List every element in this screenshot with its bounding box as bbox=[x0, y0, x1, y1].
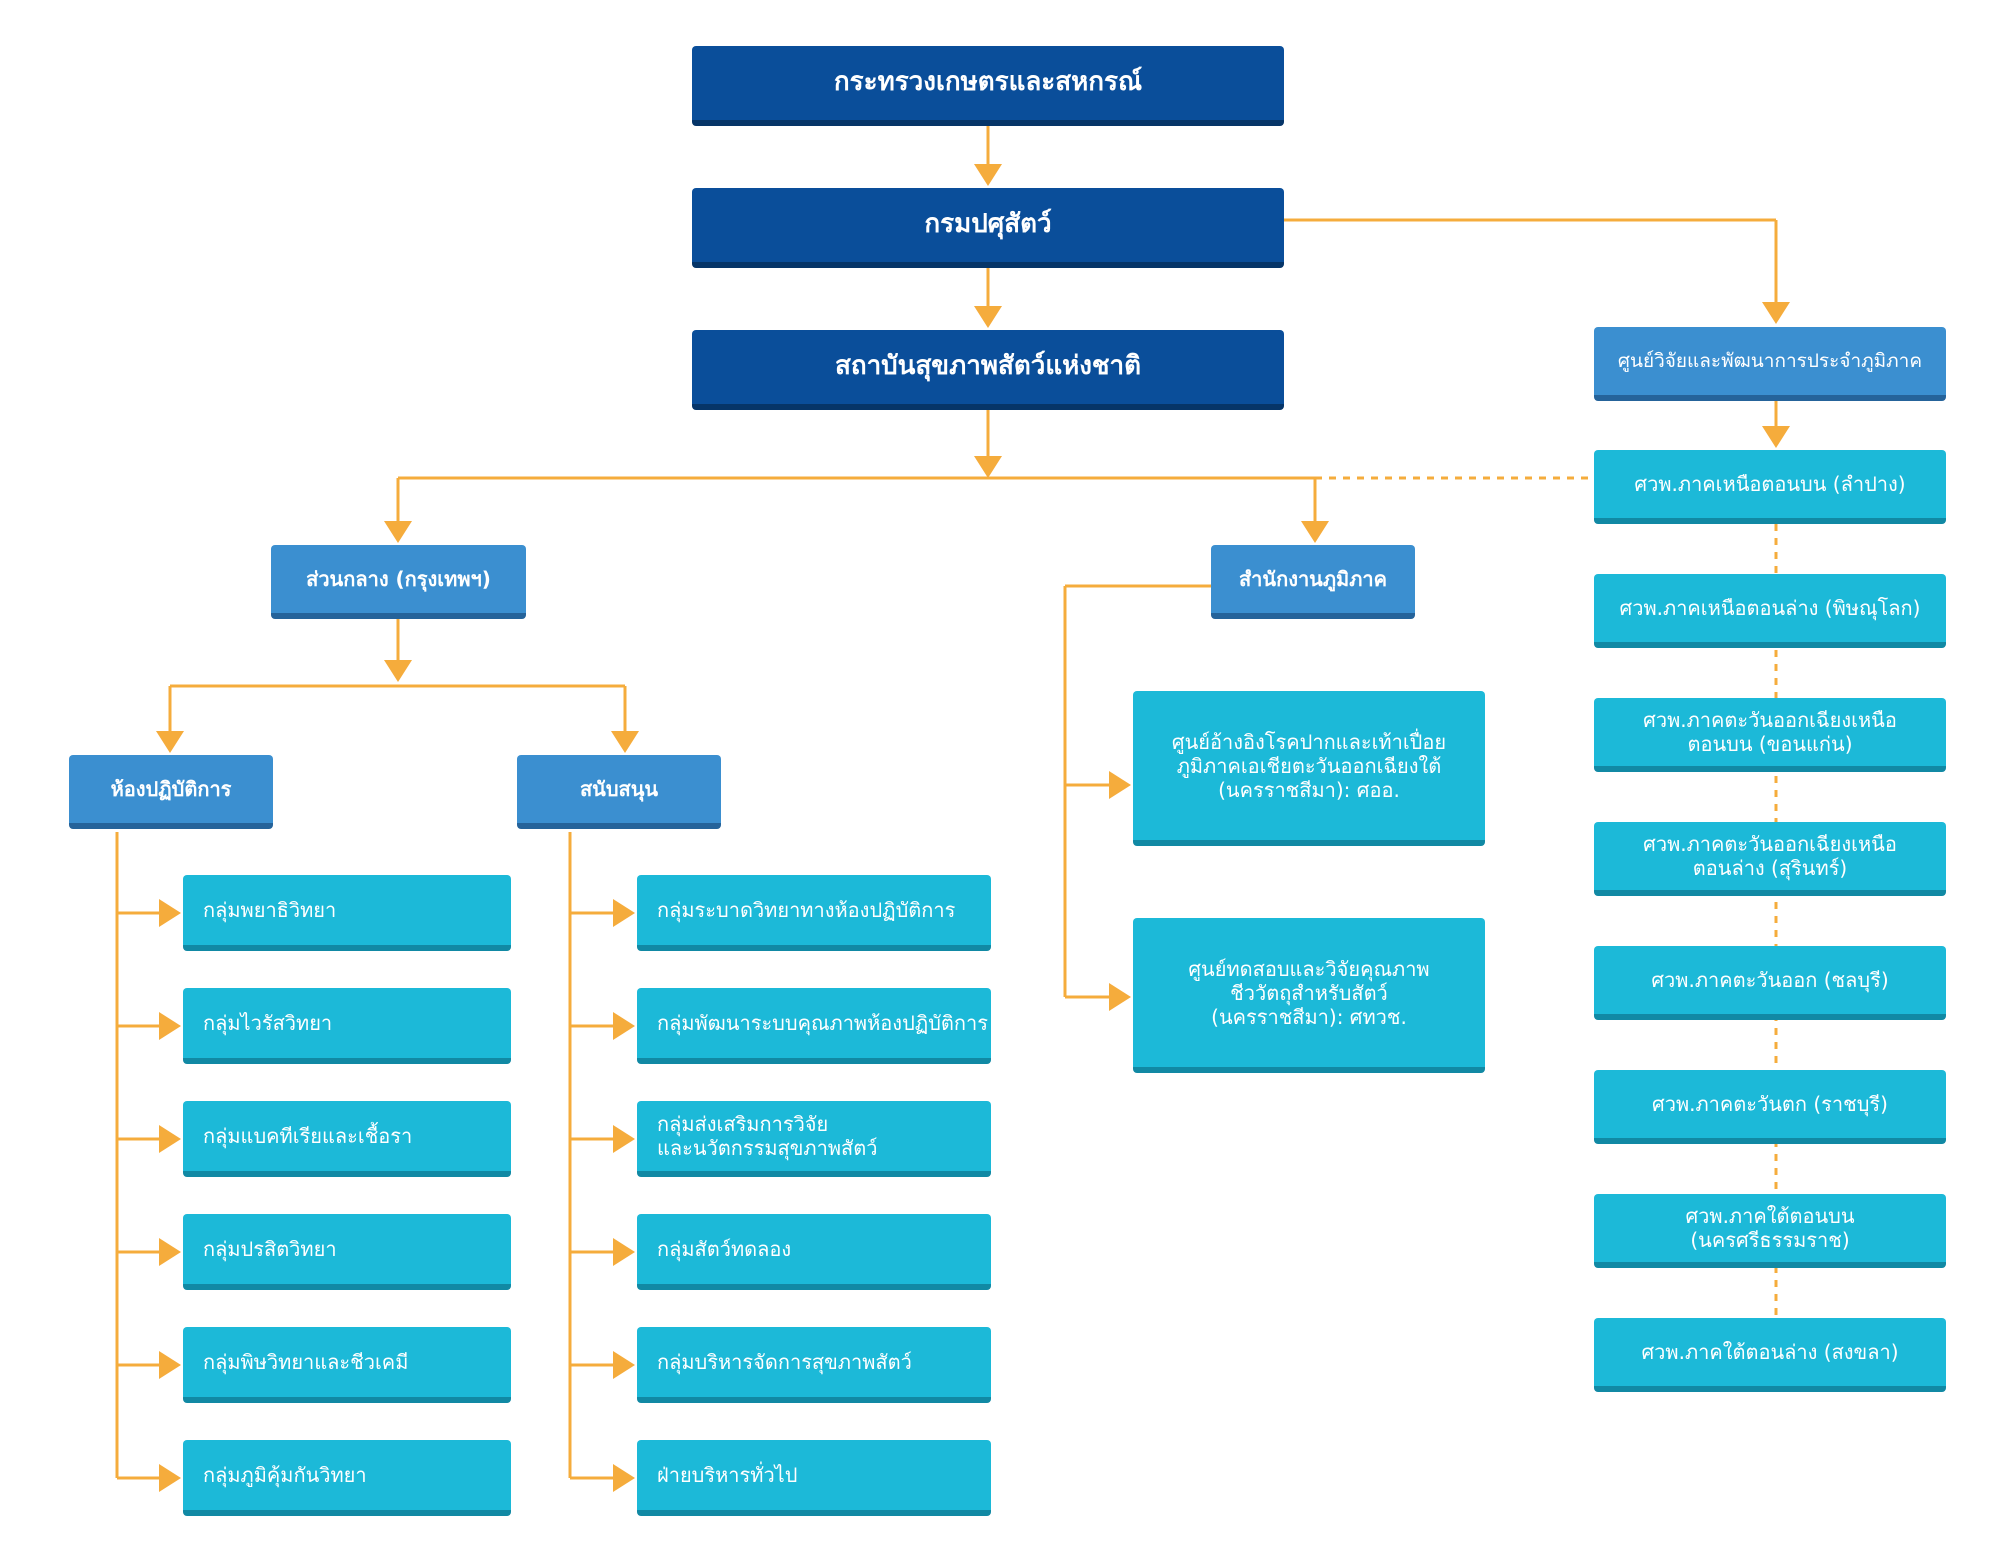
support-group-admin: ฝ่ายบริหารทั่วไป bbox=[637, 1440, 991, 1516]
regional-center-fmd: ศูนย์อ้างอิงโรคปากและเท้าเปื่อย ภูมิภาคเ… bbox=[1133, 691, 1485, 846]
arrow-right-icon bbox=[613, 899, 635, 927]
lab-group-bacteriology: กลุ่มแบคทีเรียและเชื้อรา bbox=[183, 1101, 511, 1177]
lab-group-virology: กลุ่มไวรัสวิทยา bbox=[183, 988, 511, 1064]
lab-group-immunology: กลุ่มภูมิคุ้มกันวิทยา bbox=[183, 1440, 511, 1516]
ministry-box: กระทรวงเกษตรและสหกรณ์ bbox=[692, 46, 1284, 126]
institute-box: สถาบันสุขภาพสัตว์แห่งชาติ bbox=[692, 330, 1284, 410]
research-center-upper-south: ศวพ.ภาคใต้ตอนบน (นครศรีธรรมราช) bbox=[1594, 1194, 1946, 1268]
central-box: ส่วนกลาง (กรุงเทพฯ) bbox=[271, 545, 526, 619]
arrow-right-icon bbox=[159, 899, 181, 927]
arrow-right-icon bbox=[1109, 771, 1131, 799]
department-box: กรมปศุสัตว์ bbox=[692, 188, 1284, 268]
research-center-lower-northeast: ศวพ.ภาคตะวันออกเฉียงเหนือ ตอนล่าง (สุริน… bbox=[1594, 822, 1946, 896]
support-box: สนับสนุน bbox=[517, 755, 721, 829]
arrow-down-icon bbox=[974, 306, 1002, 328]
arrow-right-icon bbox=[159, 1125, 181, 1153]
arrow-right-icon bbox=[613, 1351, 635, 1379]
support-group-lab-animals: กลุ่มสัตว์ทดลอง bbox=[637, 1214, 991, 1290]
arrow-right-icon bbox=[1109, 983, 1131, 1011]
arrow-down-icon bbox=[1301, 521, 1329, 543]
arrow-right-icon bbox=[159, 1351, 181, 1379]
arrow-down-icon bbox=[384, 660, 412, 682]
arrow-right-icon bbox=[613, 1464, 635, 1492]
lab-group-parasitology: กลุ่มปรสิตวิทยา bbox=[183, 1214, 511, 1290]
arrow-down-icon bbox=[384, 521, 412, 543]
arrow-down-icon bbox=[974, 164, 1002, 186]
support-group-quality: กลุ่มพัฒนาระบบคุณภาพห้องปฏิบัติการ bbox=[637, 988, 991, 1064]
regional-office-box: สำนักงานภูมิภาค bbox=[1211, 545, 1415, 619]
regional-center-biologics: ศูนย์ทดสอบและวิจัยคุณภาพ ชีววัตถุสำหรับส… bbox=[1133, 918, 1485, 1073]
lab-group-toxicology: กลุ่มพิษวิทยาและชีวเคมี bbox=[183, 1327, 511, 1403]
arrow-right-icon bbox=[613, 1238, 635, 1266]
arrow-right-icon bbox=[159, 1464, 181, 1492]
regional-research-box: ศูนย์วิจัยและพัฒนาการประจำภูมิภาค bbox=[1594, 327, 1946, 401]
research-center-lower-south: ศวพ.ภาคใต้ตอนล่าง (สงขลา) bbox=[1594, 1318, 1946, 1392]
arrow-down-icon bbox=[974, 456, 1002, 478]
research-center-west: ศวพ.ภาคตะวันตก (ราชบุรี) bbox=[1594, 1070, 1946, 1144]
support-group-health-management: กลุ่มบริหารจัดการสุขภาพสัตว์ bbox=[637, 1327, 991, 1403]
arrow-right-icon bbox=[613, 1125, 635, 1153]
research-center-east: ศวพ.ภาคตะวันออก (ชลบุรี) bbox=[1594, 946, 1946, 1020]
arrow-down-icon bbox=[1762, 302, 1790, 324]
support-group-research: กลุ่มส่งเสริมการวิจัย และนวัตกรรมสุขภาพส… bbox=[637, 1101, 991, 1177]
research-center-upper-northeast: ศวพ.ภาคตะวันออกเฉียงเหนือ ตอนบน (ขอนแก่น… bbox=[1594, 698, 1946, 772]
support-group-epidemiology: กลุ่มระบาดวิทยาทางห้องปฏิบัติการ bbox=[637, 875, 991, 951]
arrow-down-icon bbox=[1762, 426, 1790, 448]
arrow-right-icon bbox=[159, 1238, 181, 1266]
research-center-upper-north: ศวพ.ภาคเหนือตอนบน (ลำปาง) bbox=[1594, 450, 1946, 524]
arrow-right-icon bbox=[613, 1012, 635, 1040]
arrow-right-icon bbox=[159, 1012, 181, 1040]
arrow-down-icon bbox=[156, 731, 184, 753]
lab-group-pathology: กลุ่มพยาธิวิทยา bbox=[183, 875, 511, 951]
laboratory-box: ห้องปฏิบัติการ bbox=[69, 755, 273, 829]
arrow-down-icon bbox=[611, 731, 639, 753]
research-center-lower-north: ศวพ.ภาคเหนือตอนล่าง (พิษณุโลก) bbox=[1594, 574, 1946, 648]
